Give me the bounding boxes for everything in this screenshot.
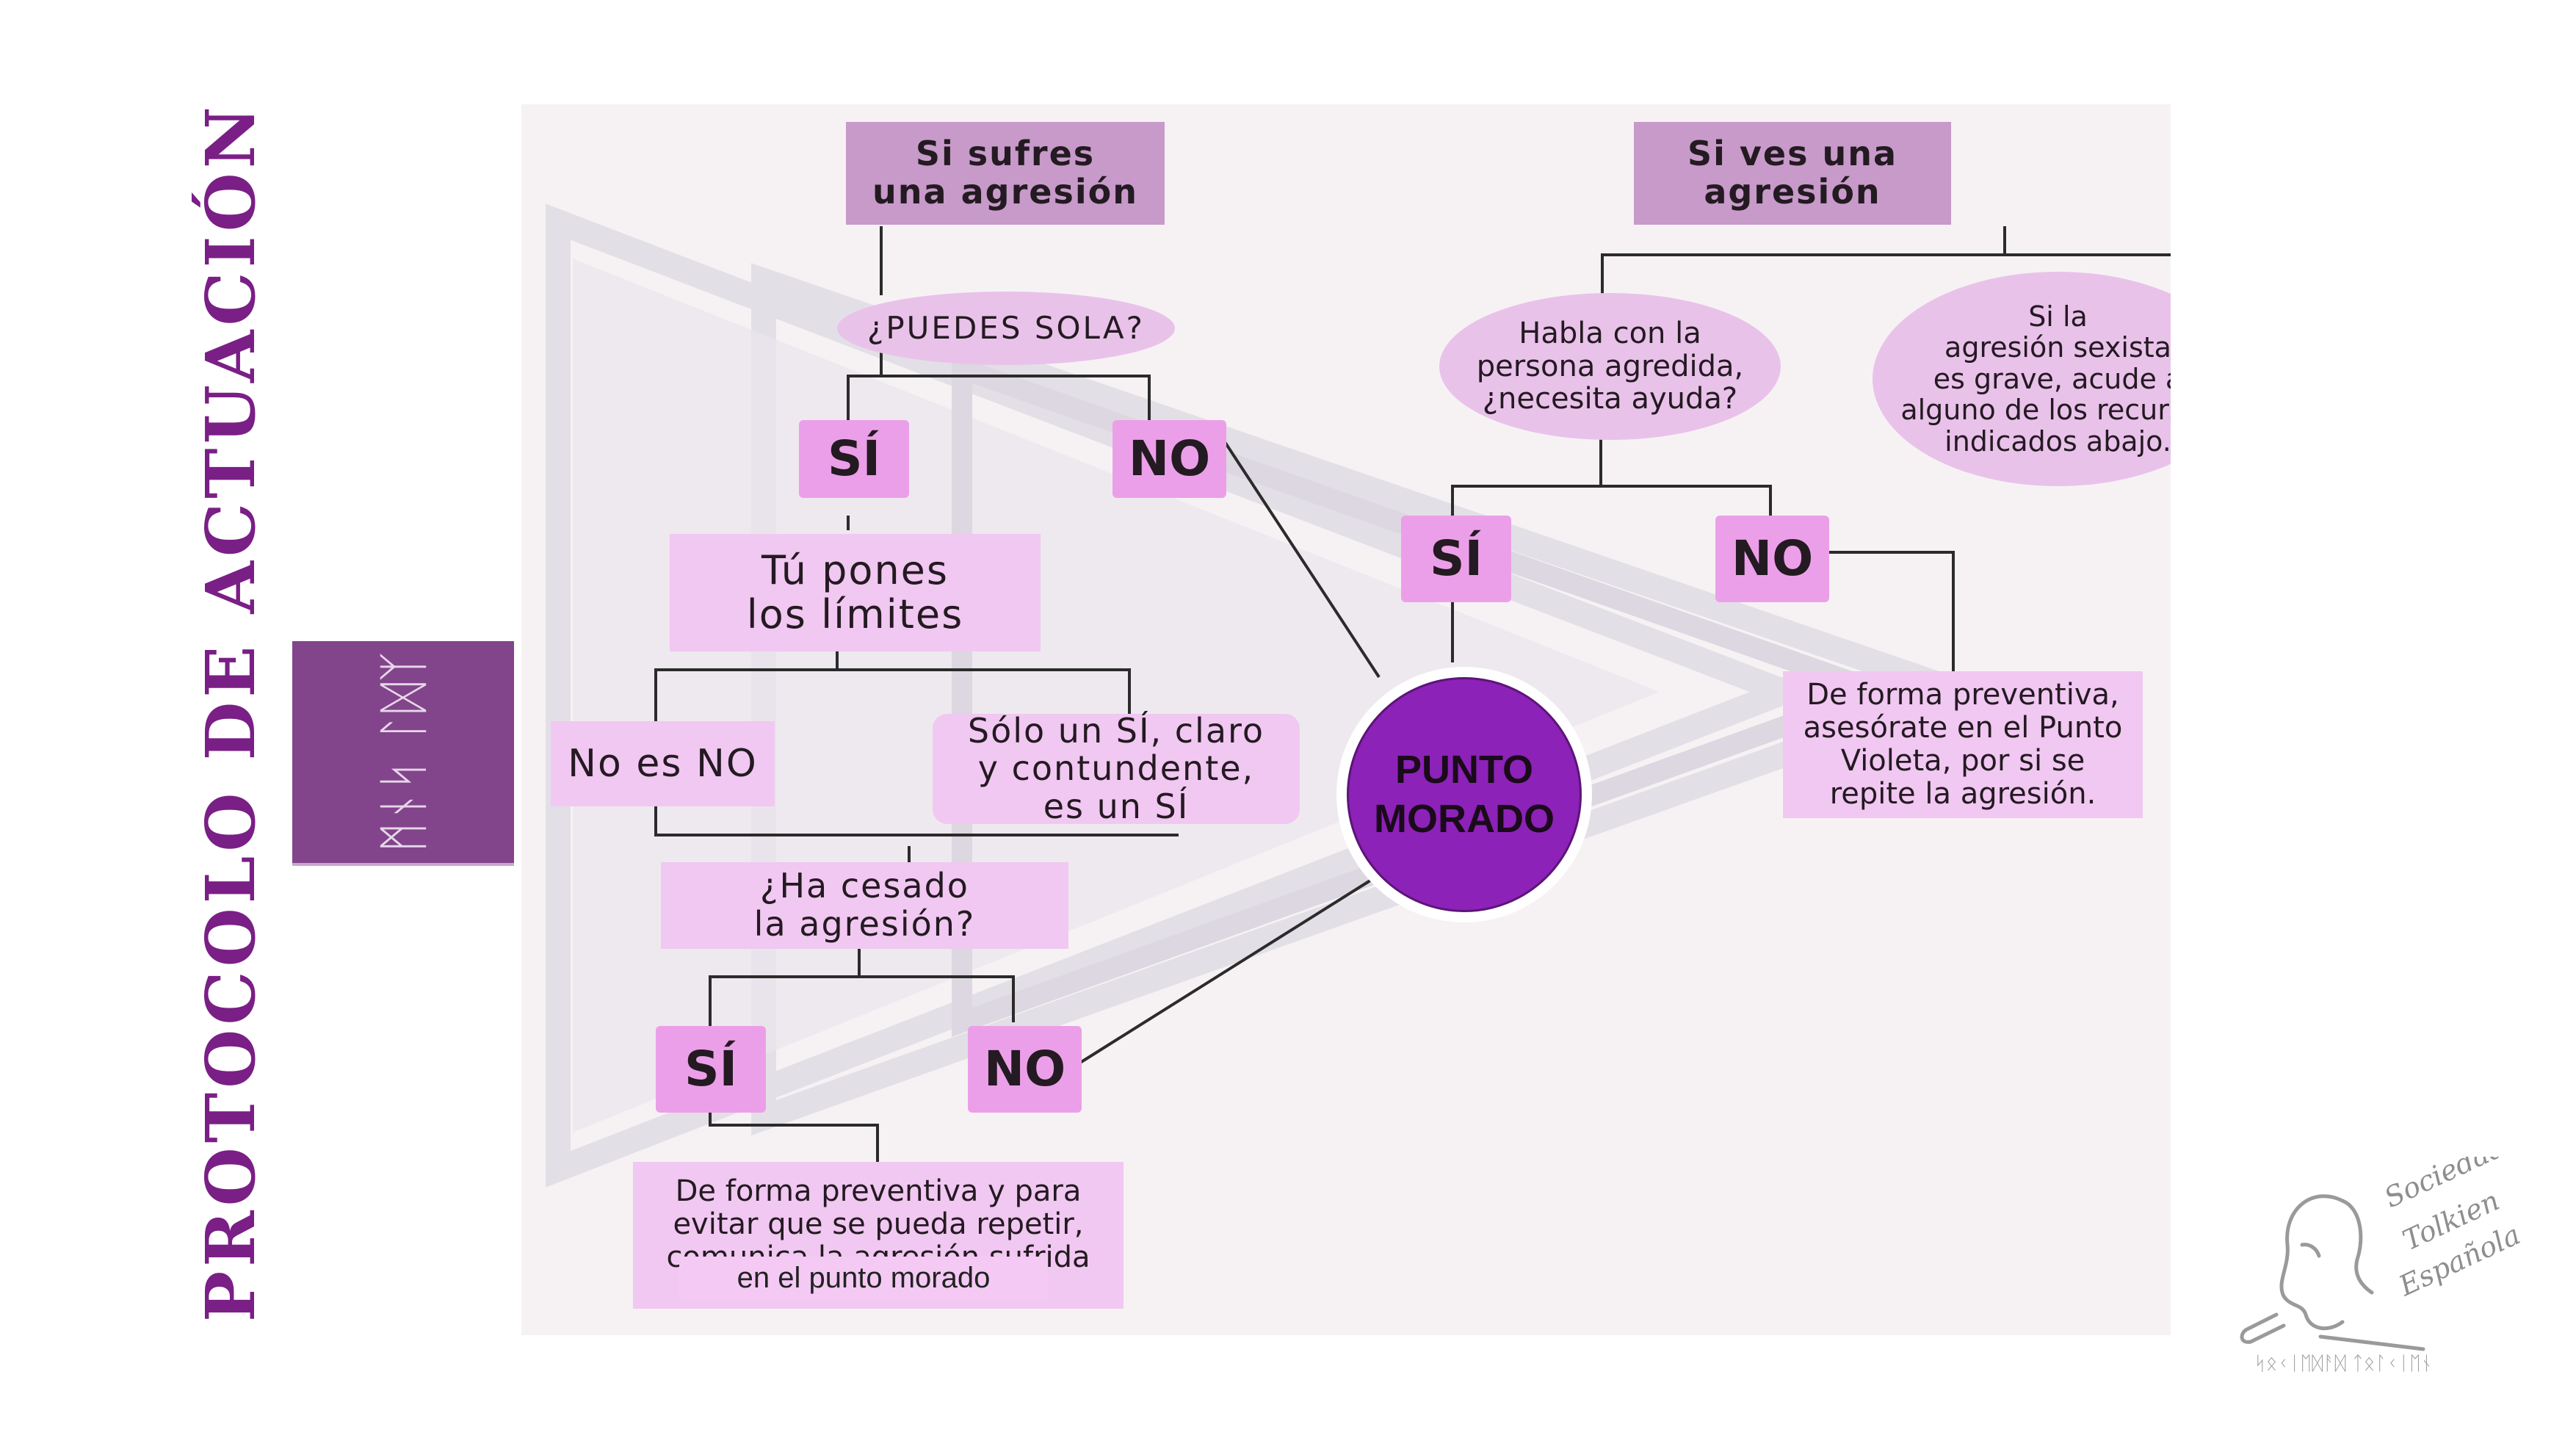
logo-script-text: ᛋᛟᚲᛁᛖᛞᚨᛞ ᛏᛟᛚᚲᛁᛖᚾ (2254, 1353, 2432, 1375)
you-set-limits-box: Tú pones los límites (670, 534, 1041, 651)
talk-to-person-oval: Habla con la persona agredida, ¿necesita… (1439, 293, 1781, 440)
right-yes-box: SÍ (1401, 516, 1511, 602)
punto-morado-label: PUNTO MORADO (1347, 677, 1582, 912)
left-header: Si sufres una agresión (846, 122, 1165, 225)
no-es-no-box: No es NO (551, 721, 775, 806)
left-no-box: NO (1112, 420, 1226, 498)
preventive-continuation-label: en el punto morado (679, 1257, 1048, 1299)
tengwar-logo: ᛗᚾᛋ ᛚᛞᛉ (292, 641, 514, 866)
flowchart-panel: Si sufres una agresión ¿PUEDES SOLA? SÍ … (521, 104, 2171, 1335)
preventive-advise-box: De forma preventiva, asesórate en el Pun… (1783, 671, 2143, 818)
can-you-alone-oval: ¿PUEDES SOLA? (837, 292, 1175, 365)
logo-glyph: ᛗᚾᛋ ᛚᛞᛉ (372, 651, 433, 853)
serious-aggression-oval: Si la agresión sexista es grave, acude a… (1873, 272, 2171, 486)
punto-morado-circle: PUNTO MORADO (1336, 667, 1592, 922)
sociedad-tolkien-logo: Sociedad Tolkien Española ᛋᛟᚲᛁᛖᛞᚨᛞ ᛏᛟᛚᚲᛁ… (2240, 1157, 2525, 1375)
left-yes-box: SÍ (799, 420, 909, 498)
right-header: Si ves una agresión (1634, 122, 1951, 225)
right-no-box: NO (1715, 516, 1829, 602)
ceased-no-box: NO (968, 1026, 1082, 1113)
ceased-yes-box: SÍ (656, 1026, 766, 1113)
clear-yes-box: Sólo un SÍ, claro y contundente, es un S… (933, 712, 1300, 825)
ceased-question-box: ¿Ha cesado la agresión? (661, 862, 1068, 949)
page-title: PROTOCOLO DE ACTUACIÓN (191, 102, 270, 1322)
